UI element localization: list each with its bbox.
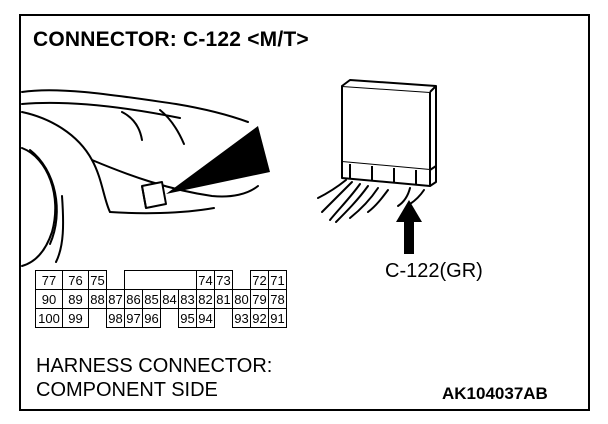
pin-96: 96 <box>142 308 161 328</box>
pin-row-1: 77 76 75 74 73 72 71 <box>35 270 287 290</box>
wire-harness-icon <box>317 179 425 223</box>
up-arrow-icon <box>396 200 422 254</box>
connector-lock-hood <box>124 270 197 290</box>
harness-caption-line1: HARNESS CONNECTOR: <box>36 355 273 377</box>
pin-91: 91 <box>268 308 287 328</box>
pin-99: 99 <box>62 308 89 328</box>
pin-74: 74 <box>196 270 215 290</box>
pin-80: 80 <box>232 289 251 309</box>
pin-85: 85 <box>142 289 161 309</box>
pin-row-2: 90 89 88 87 86 85 84 83 82 81 80 79 78 <box>35 289 287 309</box>
pin-75: 75 <box>88 270 107 290</box>
harness-caption: HARNESS CONNECTOR: COMPONENT SIDE <box>36 354 272 402</box>
pin-88: 88 <box>88 289 107 309</box>
pin-77: 77 <box>35 270 63 290</box>
pin-95: 95 <box>178 308 197 328</box>
figure-code: AK104037AB <box>442 384 548 403</box>
pin-72: 72 <box>250 270 269 290</box>
pin-82: 82 <box>196 289 215 309</box>
pin-100: 100 <box>35 308 63 328</box>
pin-gap <box>107 271 125 290</box>
connector-pin-grid: 77 76 75 74 73 72 71 90 89 88 87 86 85 8… <box>35 270 287 328</box>
pin-78: 78 <box>268 289 287 309</box>
pin-87: 87 <box>106 289 125 309</box>
pin-89: 89 <box>62 289 89 309</box>
pin-71: 71 <box>268 270 287 290</box>
pin-83: 83 <box>178 289 197 309</box>
dashboard-illustration-icon <box>21 89 259 267</box>
pin-94: 94 <box>196 308 215 328</box>
ecu-module-icon <box>341 79 437 187</box>
pin-98: 98 <box>106 308 125 328</box>
harness-caption-line2: COMPONENT SIDE <box>36 379 218 401</box>
ecu-small-box-icon <box>141 181 167 209</box>
pin-86: 86 <box>124 289 143 309</box>
page-title: CONNECTOR: C-122 <M/T> <box>33 28 309 51</box>
connector-label: C-122(GR) <box>385 260 483 282</box>
pin-gap <box>233 271 251 290</box>
pin-84: 84 <box>160 289 179 309</box>
pin-gap <box>161 309 179 328</box>
pin-90: 90 <box>35 289 63 309</box>
pin-row-3: 100 99 98 97 96 95 94 93 92 91 <box>35 308 287 328</box>
pointer-wedge-icon <box>166 126 270 194</box>
pin-gap <box>89 309 107 328</box>
pin-97: 97 <box>124 308 143 328</box>
pin-gap <box>215 309 233 328</box>
pin-92: 92 <box>250 308 269 328</box>
pin-81: 81 <box>214 289 233 309</box>
pin-76: 76 <box>62 270 89 290</box>
pin-93: 93 <box>232 308 251 328</box>
pin-73: 73 <box>214 270 233 290</box>
pin-79: 79 <box>250 289 269 309</box>
